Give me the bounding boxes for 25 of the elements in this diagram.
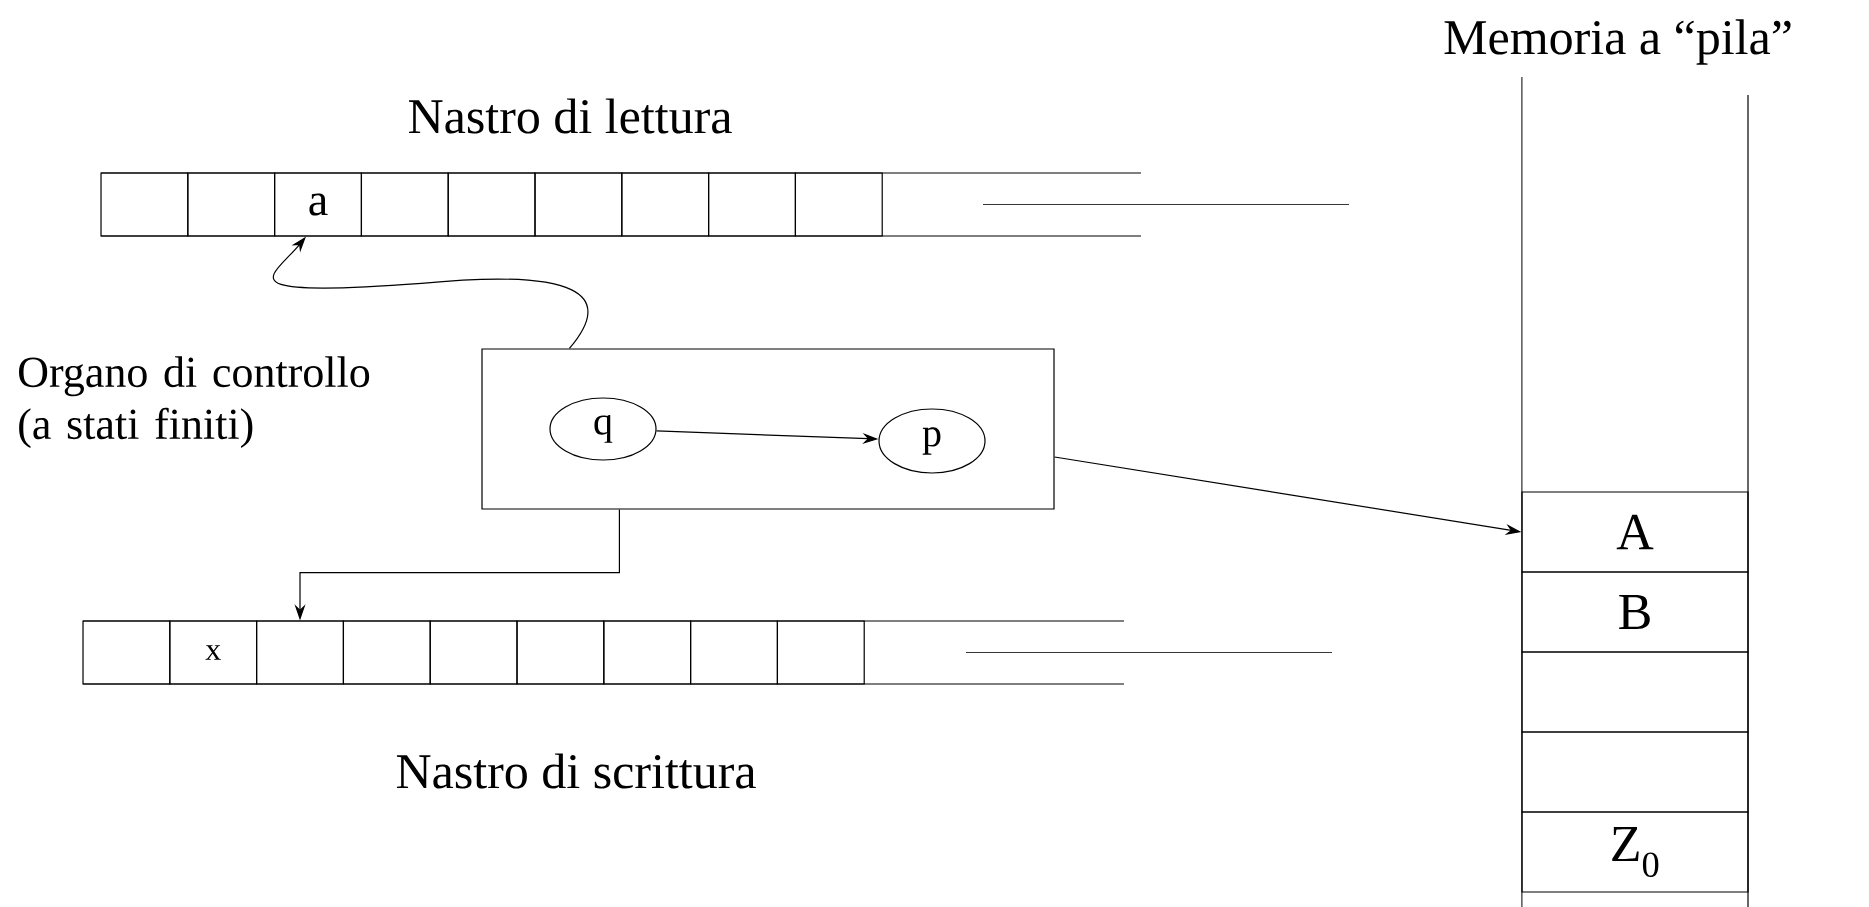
control-box (481, 348, 1055, 510)
tape-cell (534, 172, 623, 237)
tape-cell (360, 172, 449, 237)
tape-cell: B (1521, 571, 1749, 653)
tape-cell (447, 172, 536, 237)
tape-cell (429, 620, 518, 685)
tape-cell: x (169, 620, 258, 685)
tape-cell (342, 620, 431, 685)
tape-cell (256, 620, 344, 685)
tape-cell (603, 620, 692, 685)
tape-cell (1521, 731, 1749, 813)
tape-cell (516, 620, 605, 685)
tape-cell: a (274, 172, 362, 237)
tape-cell (621, 172, 710, 237)
tape-cell (100, 172, 189, 237)
tape-cell (794, 172, 883, 237)
tape-cell (776, 620, 865, 685)
tape-cell (708, 172, 796, 237)
tape-cell: A (1521, 491, 1749, 573)
node-caption: Organo di controllo (a stati finiti) (19, 356, 370, 449)
tape-cell (1521, 651, 1749, 733)
tape-cell: Z$_{0}$ (1521, 811, 1749, 893)
tape-cell (187, 172, 276, 237)
tape-cell (82, 620, 171, 685)
tape-cell (690, 620, 778, 685)
